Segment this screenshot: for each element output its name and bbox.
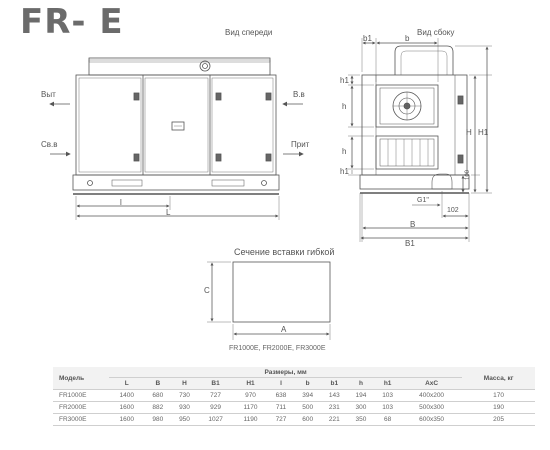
value-cell: 103 — [374, 389, 401, 402]
value-cell: 300 — [347, 401, 375, 414]
column-header: l — [267, 377, 295, 390]
value-cell: 727 — [197, 389, 234, 402]
value-cell: 1600 — [109, 413, 145, 426]
model-header: Модель — [53, 367, 109, 390]
value-cell: 929 — [197, 401, 234, 414]
value-cell: 882 — [144, 401, 172, 414]
column-header: AxC — [400, 377, 463, 390]
port-inflow-label: Прит — [291, 140, 310, 149]
value-cell: 1400 — [109, 389, 145, 402]
value-cell: 143 — [320, 389, 348, 402]
column-header: h1 — [374, 377, 401, 390]
value-cell: 980 — [144, 413, 172, 426]
value-cell: 500 — [294, 401, 321, 414]
column-header: H1 — [233, 377, 268, 390]
port-supply-out-label: Св.в — [41, 140, 58, 149]
value-cell: 500x300 — [400, 401, 463, 414]
dim-h-top-label: h — [342, 102, 347, 111]
value-cell: 68 — [374, 413, 401, 426]
front-view-label: Вид спереди — [225, 28, 273, 37]
technical-drawing — [49, 38, 492, 340]
value-cell: 1027 — [197, 413, 234, 426]
section-view-label: Сечение вставки гибкой — [234, 247, 335, 257]
mass-cell: 205 — [462, 413, 535, 426]
section-view — [207, 261, 331, 340]
mass-header: Масса, кг — [462, 367, 535, 390]
page-title: FR- E — [20, 2, 124, 42]
value-cell: 711 — [267, 401, 295, 414]
column-header: B — [144, 377, 172, 390]
port-exhaust-label: Выт — [41, 90, 56, 99]
dim-h1-bot-label: h1 — [340, 167, 349, 176]
dim-h-bot-label: h — [342, 147, 347, 156]
column-header: B1 — [197, 377, 234, 390]
mass-cell: 190 — [462, 401, 535, 414]
dim-B1-label: B1 — [405, 239, 415, 248]
value-cell: 221 — [320, 413, 348, 426]
models-caption: FR1000E, FR2000E, FR3000E — [229, 345, 326, 352]
column-header: b — [294, 377, 321, 390]
value-cell: 600x350 — [400, 413, 463, 426]
side-view — [348, 38, 492, 242]
dim-C-label: C — [204, 286, 210, 295]
dim-l-label: l — [120, 198, 122, 207]
value-cell: 1600 — [109, 401, 145, 414]
port-intake-label: В.в — [293, 90, 305, 99]
value-cell: 103 — [374, 401, 401, 414]
value-cell: 600 — [294, 413, 321, 426]
value-cell: 194 — [347, 389, 375, 402]
value-cell: 400x200 — [400, 389, 463, 402]
value-cell: 1190 — [233, 413, 268, 426]
value-cell: 970 — [233, 389, 268, 402]
side-view-label: Вид сбоку — [417, 28, 455, 37]
model-cell: FR1000E — [53, 389, 109, 402]
value-cell: 638 — [267, 389, 295, 402]
dim-H-label: H — [466, 128, 472, 137]
front-view — [49, 57, 304, 220]
dim-L-label: L — [166, 208, 171, 217]
table-header-row: Модель Размеры, мм Масса, кг — [53, 367, 535, 390]
column-header: L — [109, 377, 145, 390]
dim-102-label: 102 — [447, 207, 459, 214]
dim-G-label: G1" — [417, 197, 429, 204]
dim-B-label: B — [410, 220, 416, 229]
value-cell: 730 — [171, 389, 198, 402]
value-cell: 680 — [144, 389, 172, 402]
dim-b-label: b — [405, 34, 410, 43]
dim-100-label: 100 — [465, 169, 471, 180]
dim-H1-label: H1 — [478, 128, 489, 137]
column-header: b1 — [320, 377, 348, 390]
value-cell: 231 — [320, 401, 348, 414]
column-header: H — [171, 377, 198, 390]
value-cell: 930 — [171, 401, 198, 414]
value-cell: 394 — [294, 389, 321, 402]
dim-h1-top-label: h1 — [340, 76, 349, 85]
value-cell: 727 — [267, 413, 295, 426]
mass-cell: 170 — [462, 389, 535, 402]
value-cell: 350 — [347, 413, 375, 426]
model-cell: FR3000E — [53, 413, 109, 426]
model-cell: FR2000E — [53, 401, 109, 414]
value-cell: 1170 — [233, 401, 268, 414]
dim-b1-label: b1 — [363, 34, 372, 43]
value-cell: 950 — [171, 413, 198, 426]
dims-header: Размеры, мм — [109, 367, 463, 378]
column-header: h — [347, 377, 375, 390]
dim-A-label: A — [281, 325, 287, 334]
